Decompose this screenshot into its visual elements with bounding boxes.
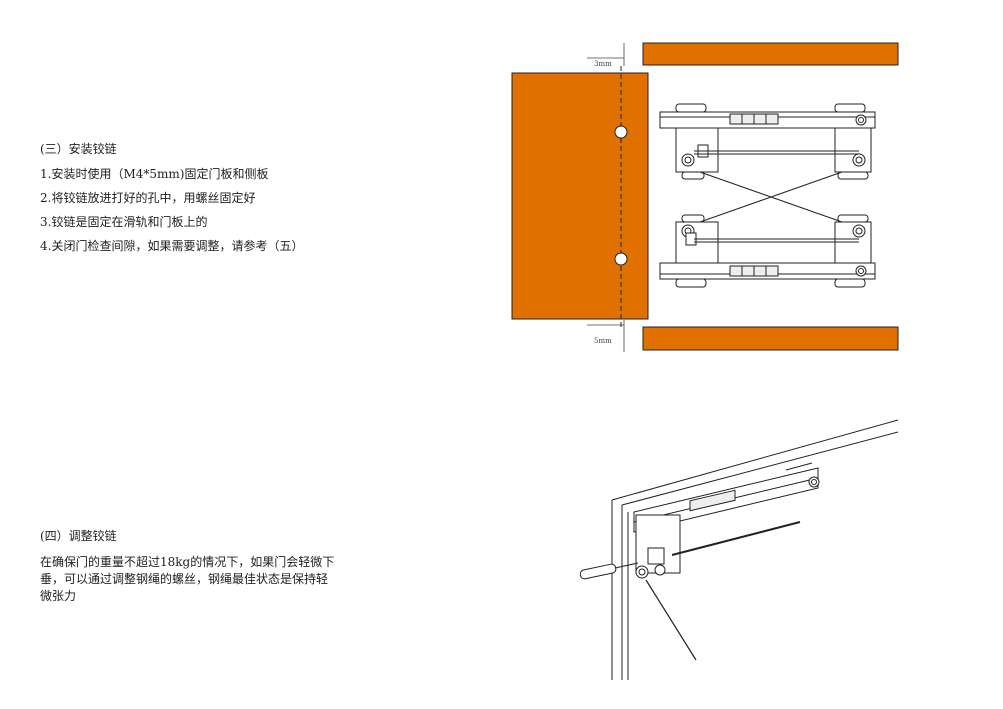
door-panel: [511, 72, 649, 320]
hinge-bracket: [635, 514, 801, 579]
steel-cable: [645, 579, 697, 661]
section-heading: (四）调整铰链: [40, 529, 117, 543]
section-adjust-hinge: (四）调整铰链 在确保门的重量不超过18kg的情况下，如果门会轻微下垂，可以通过…: [40, 527, 340, 605]
mounting-hole: [614, 252, 628, 266]
steel-cable: [699, 171, 843, 223]
gap-top-label: 3mm: [594, 60, 612, 68]
top-side-panel: [642, 42, 899, 66]
upper-slide-assembly: [659, 103, 876, 180]
section-paragraph: 在确保门的重量不超过18kg的情况下，如果门会轻微下垂，可以通过调整钢绳的螺丝，…: [40, 555, 335, 603]
mounting-hole: [614, 125, 628, 139]
section-heading: (三）安装铰链: [40, 142, 117, 156]
gap-bottom-label: 5mm: [594, 337, 612, 345]
step-1: 1.安装时使用（M4*5mm)固定门板和侧板: [40, 167, 269, 181]
step-3: 3.铰链是固定在滑轨和门板上的: [40, 215, 208, 229]
step-2: 2.将铰链放进打好的孔中，用螺丝固定好: [40, 191, 256, 205]
screwdriver-icon: [579, 562, 639, 580]
bottom-diagram: [579, 419, 899, 680]
bottom-side-panel: [642, 326, 899, 351]
section-install-hinge: (三）安装铰链 1.安装时使用（M4*5mm)固定门板和侧板 2.将铰链放进打好…: [40, 140, 303, 263]
lower-slide-assembly: [659, 214, 876, 288]
step-4: 4.关闭门检查间隙，如果需要调整，请参考（五）: [40, 239, 304, 253]
top-diagram: 3mm 5mm: [511, 42, 899, 352]
